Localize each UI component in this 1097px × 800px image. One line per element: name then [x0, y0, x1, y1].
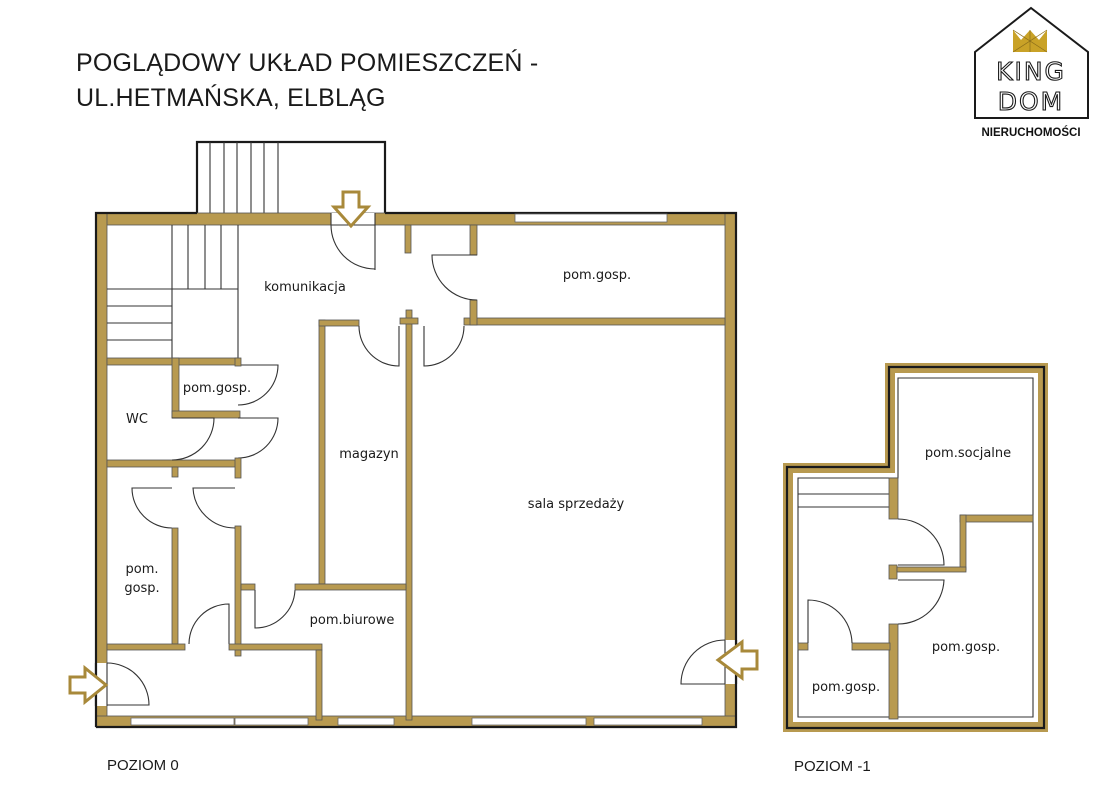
level-label-0: POZIOM 0	[107, 757, 179, 774]
exterior-stairs	[209, 142, 279, 213]
page-title: POGLĄDOWY UKŁAD POMIESZCZEŃ - UL.HETMAŃS…	[76, 46, 538, 116]
interior-stairs	[107, 225, 239, 358]
room-label-pom-gosp-small: pom.gosp.	[183, 381, 251, 396]
logo-line-1: KING	[996, 57, 1066, 86]
room-label-pom-gosp-small: pom.gosp.	[812, 680, 880, 695]
room-label-wc: WC	[126, 412, 148, 427]
title-line-2: UL.HETMAŃSKA, ELBLĄG	[76, 84, 386, 112]
crown-icon	[1012, 29, 1048, 53]
kingdom-logo: KING DOM NIERUCHOMOŚCI	[974, 6, 1089, 139]
basement-stairs	[798, 493, 890, 508]
room-label-pom-socjalne: pom.socjalne	[925, 446, 1011, 461]
room-label-pom-gosp-left-1: pom.	[125, 562, 158, 577]
entrance-arrow-top-icon	[330, 190, 372, 229]
level-minus-1-plan: pom.socjalne pom.gosp. pom.gosp.	[783, 363, 1048, 732]
room-label-komunikacja: komunikacja	[264, 280, 346, 295]
logo-tagline: NIERUCHOMOŚCI	[981, 126, 1080, 139]
entrance-arrow-left-icon	[68, 664, 109, 706]
room-label-pom-gosp-top: pom.gosp.	[563, 268, 631, 283]
room-label-pom-gosp-left-2: gosp.	[124, 581, 159, 596]
level-0-plan: komunikacja pom.gosp. pom.gosp. WC magaz…	[68, 140, 759, 729]
entrance-arrow-right-icon	[715, 639, 759, 681]
logo-line-2: DOM	[998, 87, 1065, 116]
room-label-sala-sprzedazy: sala sprzedaży	[528, 497, 625, 512]
level-label-minus-1: POZIOM -1	[794, 758, 871, 775]
title-line-1: POGLĄDOWY UKŁAD POMIESZCZEŃ -	[76, 49, 539, 77]
room-label-pom-biurowe: pom.biurowe	[310, 613, 395, 628]
room-label-magazyn: magazyn	[339, 447, 399, 462]
room-label-pom-gosp-right: pom.gosp.	[932, 640, 1000, 655]
